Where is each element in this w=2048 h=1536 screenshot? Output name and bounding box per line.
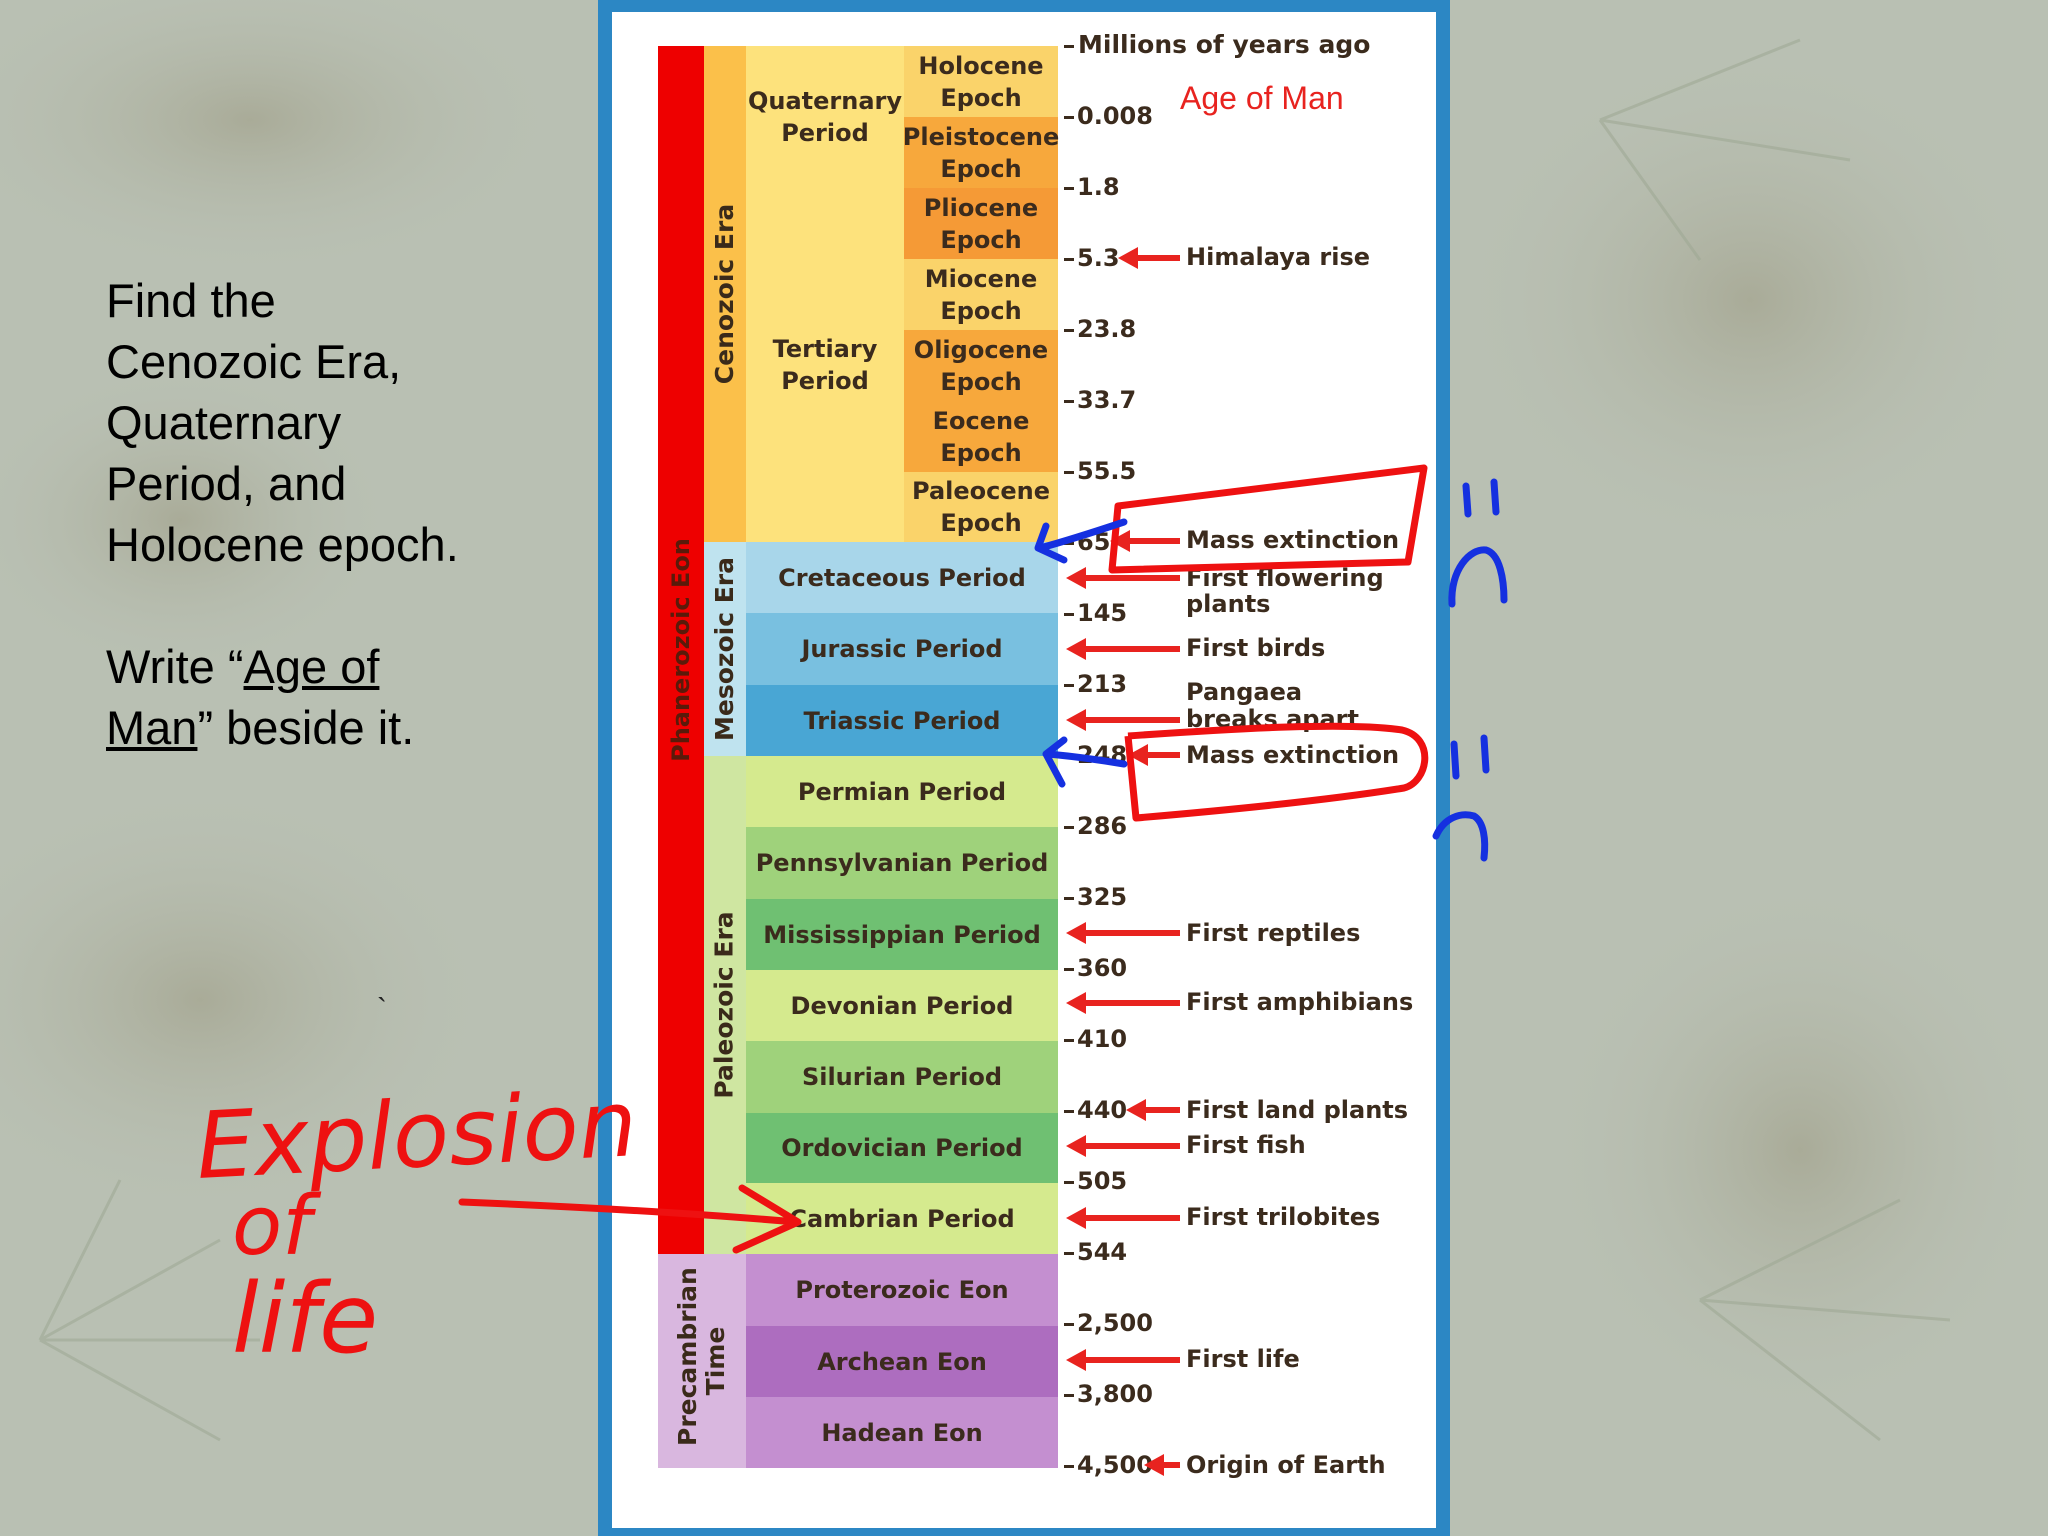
period-cretaceous: Cretaceous Period <box>746 542 1058 613</box>
period-pennsylvanian: Pennsylvanian Period <box>746 827 1058 899</box>
instructions: Find the Cenozoic Era, Quaternary Period… <box>106 270 566 758</box>
mya-tick: 33.7 <box>1064 388 1136 412</box>
instruction-line: Cenozoic Era, <box>106 335 402 388</box>
write-instruction-2: Man” beside it. <box>106 697 566 758</box>
event-arrow-landplants <box>1126 1099 1180 1121</box>
event-arrow-mass2 <box>1128 744 1180 766</box>
period-cambrian: Cambrian Period <box>746 1183 1058 1254</box>
mya-tick: 410 <box>1064 1027 1127 1051</box>
mya-tick: 505 <box>1064 1169 1127 1193</box>
mya-tick: 325 <box>1064 885 1127 909</box>
cenozoic-era-label: Cenozoic Era <box>710 203 739 385</box>
event-first-amphibians: First amphibians <box>1186 988 1414 1016</box>
period-mississippian: Mississippian Period <box>746 899 1058 970</box>
event-first-land-plants: First land plants <box>1186 1096 1409 1124</box>
mya-tick: 145 <box>1064 601 1127 625</box>
paleozoic-era-column <box>704 756 746 1254</box>
write-instruction: Write “Age of <box>106 636 566 697</box>
period-devonian: Devonian Period <box>746 970 1058 1041</box>
period-permian: Permian Period <box>746 756 1058 827</box>
epoch-pleistocene: Pleistocene Epoch <box>903 117 1059 188</box>
event-first-flowering-2: plants <box>1186 590 1271 618</box>
event-arrow-reptiles <box>1066 922 1180 944</box>
event-arrow-flowering <box>1066 567 1180 589</box>
mya-tick: 3,800 <box>1064 1382 1153 1406</box>
epoch-pliocene: Pliocene Epoch <box>904 188 1058 259</box>
period-silurian: Silurian Period <box>746 1041 1058 1113</box>
mya-tick: 544 <box>1064 1240 1127 1264</box>
mya-tick: 23.8 <box>1064 317 1136 341</box>
mya-tick: 286 <box>1064 814 1127 838</box>
instruction-line: Find the <box>106 274 276 327</box>
stray-mark: ` <box>377 993 387 1026</box>
mya-tick: 440 <box>1064 1098 1127 1122</box>
epoch-miocene: Miocene Epoch <box>904 259 1058 330</box>
paleozoic-era-label: Paleozoic Era <box>710 911 740 1099</box>
man-underlined: Man <box>106 701 198 754</box>
mya-tick: 5.3 <box>1064 246 1120 270</box>
event-first-fish: First fish <box>1186 1131 1306 1159</box>
mya-tick: 213 <box>1064 672 1127 696</box>
event-arrow-life <box>1066 1349 1180 1371</box>
event-mass-extinction-2: Mass extinction <box>1186 741 1400 769</box>
precambrian-label: Precambrian Time <box>673 1267 730 1446</box>
event-arrow-fish <box>1066 1135 1180 1157</box>
event-mass-extinction-1: Mass extinction <box>1186 526 1400 554</box>
event-first-life: First life <box>1186 1345 1300 1373</box>
precambrian-column <box>658 1254 746 1468</box>
write-prefix: Write “ <box>106 640 244 693</box>
cenozoic-era-column <box>704 46 746 542</box>
mya-tick: 55.5 <box>1064 459 1136 483</box>
eon-proterozoic: Proterozoic Eon <box>746 1254 1058 1326</box>
event-himalaya: Himalaya rise <box>1186 243 1371 271</box>
instruction-line: Period, and <box>106 457 347 510</box>
mya-tick: 4,500 <box>1064 1453 1153 1477</box>
event-arrow-earth <box>1144 1454 1180 1476</box>
mya-tick: 1.8 <box>1064 175 1120 199</box>
epoch-oligocene: Oligocene Epoch <box>904 330 1058 401</box>
period-triassic: Triassic Period <box>746 685 1058 756</box>
event-arrow-amphibians <box>1066 992 1180 1014</box>
period-ordovician: Ordovician Period <box>746 1113 1058 1183</box>
event-first-flowering: First flowering <box>1186 564 1384 592</box>
event-arrow-mass1 <box>1110 530 1180 552</box>
phanerozoic-eon-bar <box>658 46 704 1254</box>
instruction-line: Quaternary <box>106 396 342 449</box>
mya-tick: 0.008 <box>1064 104 1153 128</box>
epoch-holocene: Holocene Epoch <box>904 46 1058 117</box>
mesozoic-era-column <box>704 542 746 756</box>
event-arrow-himalaya <box>1118 247 1180 269</box>
event-arrow-birds <box>1066 638 1180 660</box>
event-origin-earth: Origin of Earth <box>1186 1451 1386 1479</box>
mesozoic-era-label: Mesozoic Era <box>710 557 740 741</box>
event-first-reptiles: First reptiles <box>1186 919 1361 947</box>
event-first-trilobites: First trilobites <box>1186 1203 1381 1231</box>
mya-tick: 248 <box>1064 743 1127 767</box>
event-pangaea-2: breaks apart <box>1186 705 1359 733</box>
mya-header: Millions of years ago <box>1064 30 1370 59</box>
age-of-underlined: Age of <box>243 640 380 693</box>
age-of-man-label: Age of Man <box>1180 80 1344 116</box>
eon-hadean: Hadean Eon <box>746 1397 1058 1468</box>
instruction-line: Holocene epoch. <box>106 518 459 571</box>
mya-tick: 65 <box>1064 530 1110 554</box>
eon-archean: Archean Eon <box>746 1326 1058 1397</box>
period-jurassic: Jurassic Period <box>746 613 1058 685</box>
phanerozoic-eon-label: Phanerozoic Eon <box>667 538 696 762</box>
event-first-birds: First birds <box>1186 634 1326 662</box>
tertiary-period: Tertiary Period <box>746 188 904 542</box>
event-pangaea: Pangaea <box>1186 678 1303 706</box>
epoch-paleocene: Paleocene Epoch <box>904 472 1058 542</box>
event-arrow-pangaea <box>1066 709 1180 731</box>
mya-tick: 360 <box>1064 956 1127 980</box>
quaternary-period: Quaternary Period <box>746 46 904 188</box>
write-suffix: ” beside it. <box>197 701 415 754</box>
event-arrow-trilobites <box>1066 1207 1180 1229</box>
mya-tick: 2,500 <box>1064 1311 1153 1335</box>
epoch-eocene: Eocene Epoch <box>904 401 1058 472</box>
